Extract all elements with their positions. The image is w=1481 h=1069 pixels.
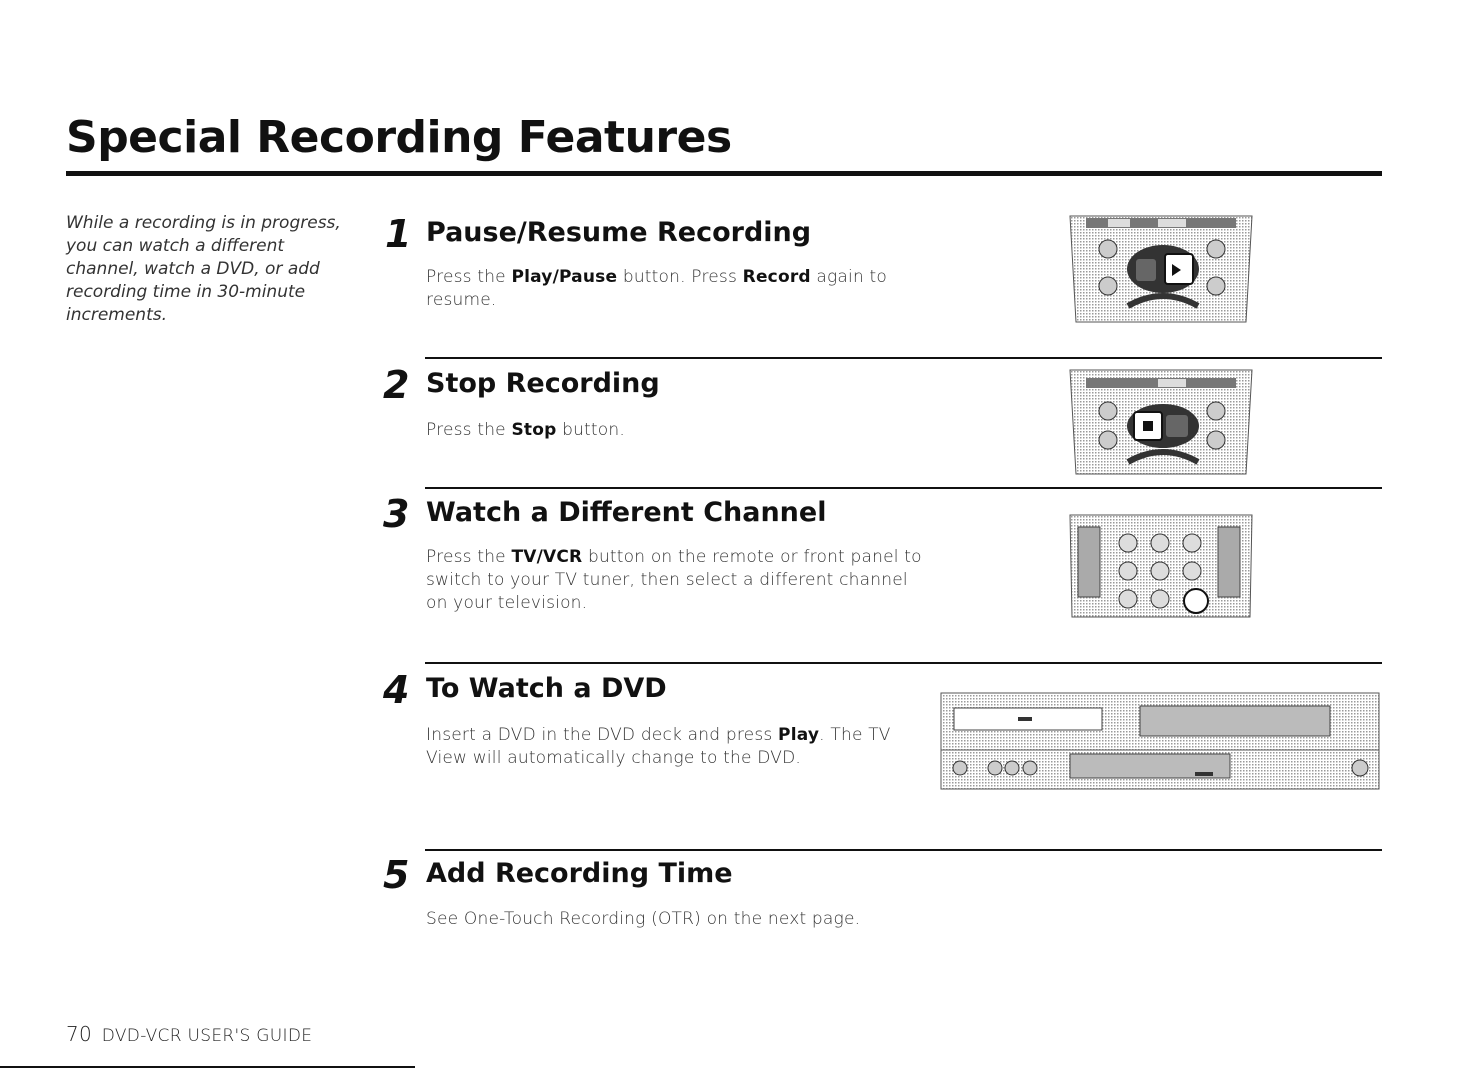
step-heading: Pause/Resume Recording (426, 217, 812, 248)
step-body: Press the TV/VCR button on the remote or… (426, 547, 922, 613)
step-number: 5 (383, 853, 410, 897)
step-number: 3 (383, 492, 410, 536)
step-heading: Stop Recording (426, 368, 660, 399)
bold-term: Record (742, 267, 811, 287)
page-number: 70 (66, 1022, 93, 1046)
section-divider (425, 357, 1382, 359)
intro-text: While a recording is in progress, you ca… (66, 213, 341, 325)
step-heading: To Watch a DVD (426, 673, 667, 704)
step-number: 2 (383, 363, 410, 407)
step-heading: Add Recording Time (426, 858, 733, 889)
page-footer: 70 DVD-VCR USER'S GUIDE (66, 1022, 312, 1046)
page-title: Special Recording Features (66, 112, 732, 163)
bold-term: Play/Pause (511, 267, 618, 287)
bold-term: TV/VCR (511, 547, 583, 567)
section-divider (425, 662, 1382, 664)
step-heading: Watch a Different Channel (426, 497, 827, 528)
step-body: See One-Touch Recording (OTR) on the nex… (426, 909, 861, 929)
step-body: Press the Play/Pause button. Press Recor… (426, 267, 888, 310)
bold-term: Stop (511, 420, 557, 440)
remote-keypad-icon (1069, 514, 1253, 618)
remote-play-pause-icon (1069, 215, 1253, 323)
section-divider (425, 849, 1382, 851)
step-number: 4 (383, 668, 410, 712)
section-divider (425, 487, 1382, 489)
bottom-rule (0, 1066, 415, 1068)
step-body: Insert a DVD in the DVD deck and press P… (426, 725, 891, 768)
remote-stop-icon (1069, 369, 1253, 475)
step-number: 1 (385, 212, 412, 256)
dvd-vcr-front-panel-icon (940, 692, 1380, 790)
title-rule (66, 171, 1382, 176)
step-body: Press the Stop button. (426, 420, 625, 440)
bold-term: Play (778, 725, 820, 745)
guide-name: DVD-VCR USER'S GUIDE (101, 1026, 313, 1046)
